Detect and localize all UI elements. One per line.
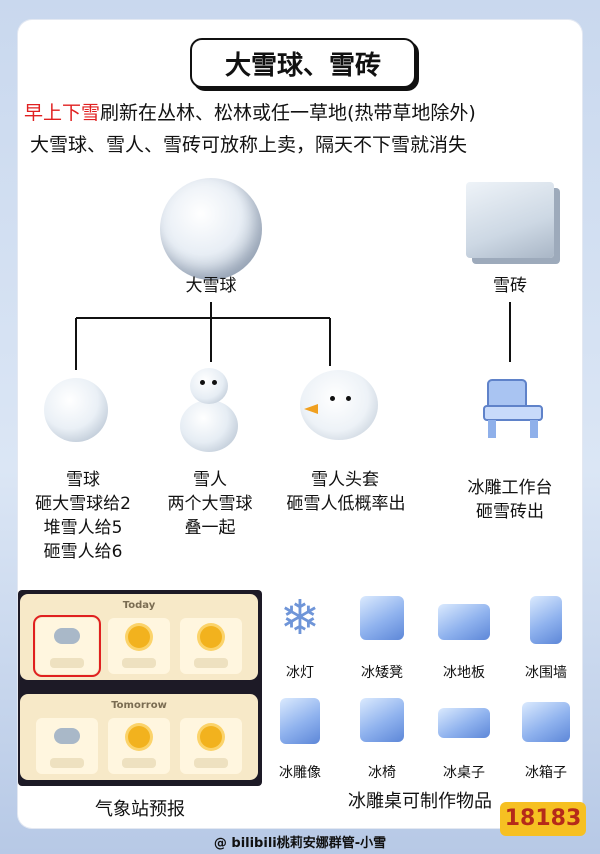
- weather-bar: [194, 658, 228, 668]
- weather-today-panel: Today: [20, 594, 258, 680]
- crafts-caption: 冰雕桌可制作物品: [348, 791, 492, 812]
- snowman-body: [180, 400, 238, 452]
- hood-beak: [304, 404, 318, 414]
- snowman-label: 雪人: [193, 470, 227, 490]
- ice-statue-item: [270, 694, 330, 750]
- snowman-desc-1: 两个大雪球: [167, 494, 253, 514]
- weather-bar: [194, 758, 228, 768]
- weather-slot-sunny: [108, 618, 170, 674]
- snow-brick-image: [466, 182, 554, 258]
- page-title: 大雪球、雪砖: [190, 38, 416, 88]
- craft-label: 冰雕像: [279, 765, 321, 781]
- weather-slot-snow: [33, 615, 101, 677]
- snow-cloud-icon: [54, 628, 80, 644]
- workbench-desc: 砸雪砖出: [476, 502, 544, 522]
- ice-box-item: [516, 694, 576, 750]
- weather-bar: [50, 758, 84, 768]
- hood-eye: [330, 396, 335, 401]
- craft-label: 冰箱子: [525, 765, 567, 781]
- ice-floor-item: [434, 592, 494, 648]
- snowball-label: 雪球: [66, 470, 100, 490]
- weather-forecast-screenshot: Today Tomorrow: [18, 590, 262, 786]
- sun-icon: [128, 626, 150, 648]
- craft-label: 冰地板: [443, 665, 485, 681]
- ice-fence-icon: [530, 596, 562, 644]
- sun-icon: [200, 626, 222, 648]
- craft-label: 冰椅: [368, 765, 396, 781]
- weather-slot-sunny: [180, 718, 242, 774]
- snowball-desc-2: 堆雪人给5: [43, 518, 123, 538]
- intro-highlight: 早上下雪: [24, 102, 101, 124]
- sun-icon: [128, 726, 150, 748]
- big-snowball-image: [160, 178, 262, 280]
- intro-line-2: 大雪球、雪人、雪砖可放称上卖，隔天不下雪就消失: [30, 134, 468, 156]
- workbench-label: 冰雕工作台: [467, 478, 553, 498]
- weather-caption: 气象站预报: [95, 799, 185, 820]
- ice-floor-icon: [438, 604, 490, 640]
- weather-slot-sunny: [108, 718, 170, 774]
- ice-table-icon: [438, 708, 490, 738]
- craft-label: 冰矮凳: [361, 665, 403, 681]
- snowman-desc-2: 叠一起: [184, 518, 236, 538]
- snowflake-icon: ❄: [279, 590, 321, 646]
- ice-stool-item: [352, 592, 412, 648]
- big-snowball-label: 大雪球: [185, 276, 237, 296]
- snowball-desc-3: 砸雪人给6: [43, 542, 123, 562]
- intro-line-1-rest: 刷新在丛林、松林或任一草地(热带草地除外): [100, 102, 476, 124]
- brand-logo: 18183: [500, 802, 586, 836]
- sun-icon: [200, 726, 222, 748]
- craft-label: 冰灯: [286, 665, 314, 681]
- weather-slot-sunny: [180, 618, 242, 674]
- ice-chair-icon: [360, 698, 404, 742]
- weather-slot-snow: [36, 718, 98, 774]
- ice-stool-icon: [360, 596, 404, 640]
- craft-label: 冰围墙: [525, 665, 567, 681]
- snowman-eye: [212, 380, 217, 385]
- snowball-desc-1: 砸大雪球给2: [35, 494, 131, 514]
- snowman-eye: [200, 380, 205, 385]
- snow-brick-label: 雪砖: [493, 276, 527, 296]
- weather-bar: [122, 758, 156, 768]
- ice-table-item: [434, 694, 494, 750]
- snow-cloud-icon: [54, 728, 80, 744]
- weather-today-title: Today: [122, 600, 156, 611]
- intro-line-1: 早上下雪刷新在丛林、松林或任一草地(热带草地除外): [24, 98, 584, 125]
- ice-statue-icon: [280, 698, 320, 744]
- craft-label: 冰桌子: [443, 765, 485, 781]
- snowball-image: [44, 378, 108, 442]
- ice-lamp-item: ❄: [270, 592, 330, 648]
- weather-bar: [122, 658, 156, 668]
- snowman-hood-image: [300, 370, 378, 440]
- snowman-hood-desc: 砸雪人低概率出: [286, 494, 406, 514]
- footer-credit: @ bilibili桃莉安娜群管-小雪: [213, 836, 387, 851]
- ice-fence-item: [516, 592, 576, 648]
- weather-tomorrow-title: Tomorrow: [111, 700, 167, 711]
- weather-bar: [50, 658, 84, 668]
- snowman-hood-label: 雪人头套: [311, 470, 379, 490]
- snowman-head: [190, 368, 228, 404]
- ice-chair-item: [352, 694, 412, 750]
- ice-workbench-image: [483, 379, 543, 438]
- weather-tomorrow-panel: Tomorrow: [20, 694, 258, 780]
- hood-eye: [346, 396, 351, 401]
- ice-box-icon: [522, 702, 570, 742]
